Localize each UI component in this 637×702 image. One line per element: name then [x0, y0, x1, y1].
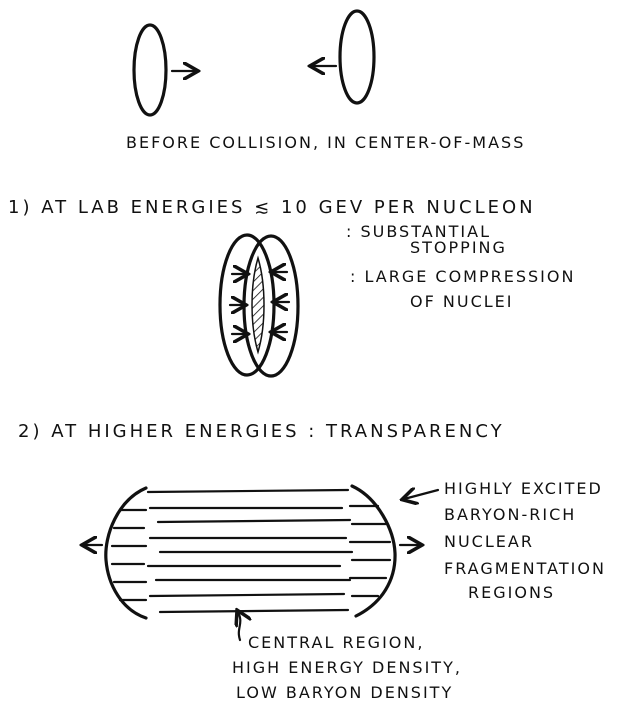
- left-fragment-hatching: [112, 510, 146, 600]
- central-label-line2: HIGH ENERGY DENSITY,: [232, 658, 462, 677]
- case1-heading: 1) AT LAB ENERGIES ≲ 10 GEV PER NUCLEON: [8, 197, 536, 218]
- fragment-label-line2: BARYON-RICH: [444, 505, 576, 524]
- central-label-pointer: [238, 612, 240, 640]
- fragment-label-line5: REGIONS: [468, 583, 555, 602]
- central-region-streaks: [148, 490, 352, 612]
- fragment-label-line3: NUCLEAR: [444, 532, 534, 551]
- right-nucleus: [340, 11, 374, 103]
- central-label-line3: LOW BARYON DENSITY: [236, 683, 453, 702]
- overlap-region: [252, 258, 264, 352]
- case2-heading: 2) AT HIGHER ENERGIES : TRANSPARENCY: [18, 421, 505, 442]
- left-fragment-region: [106, 488, 146, 618]
- compression-note-line2: OF NUCLEI: [410, 292, 513, 311]
- left-nucleus: [134, 25, 166, 115]
- case1-panel: 1) AT LAB ENERGIES ≲ 10 GEV PER NUCLEON …: [8, 197, 575, 376]
- central-label-line1: CENTRAL REGION,: [248, 633, 424, 652]
- compression-note-line1: : LARGE COMPRESSION: [350, 267, 575, 286]
- compressed-nucleus-left: [220, 235, 274, 375]
- fragment-label-pointer: [404, 490, 438, 499]
- fragment-label-line4: FRAGMENTATION: [444, 559, 606, 578]
- stopping-note-line2: STOPPING: [410, 238, 507, 257]
- fragment-label-line1: HIGHLY EXCITED: [444, 479, 603, 498]
- before-collision-caption: BEFORE COLLISION, IN CENTER-OF-MASS: [126, 133, 525, 152]
- case2-panel: 2) AT HIGHER ENERGIES : TRANSPARENCY: [18, 421, 606, 702]
- before-collision-panel: BEFORE COLLISION, IN CENTER-OF-MASS: [126, 11, 525, 152]
- inward-arrows-right: [273, 272, 289, 332]
